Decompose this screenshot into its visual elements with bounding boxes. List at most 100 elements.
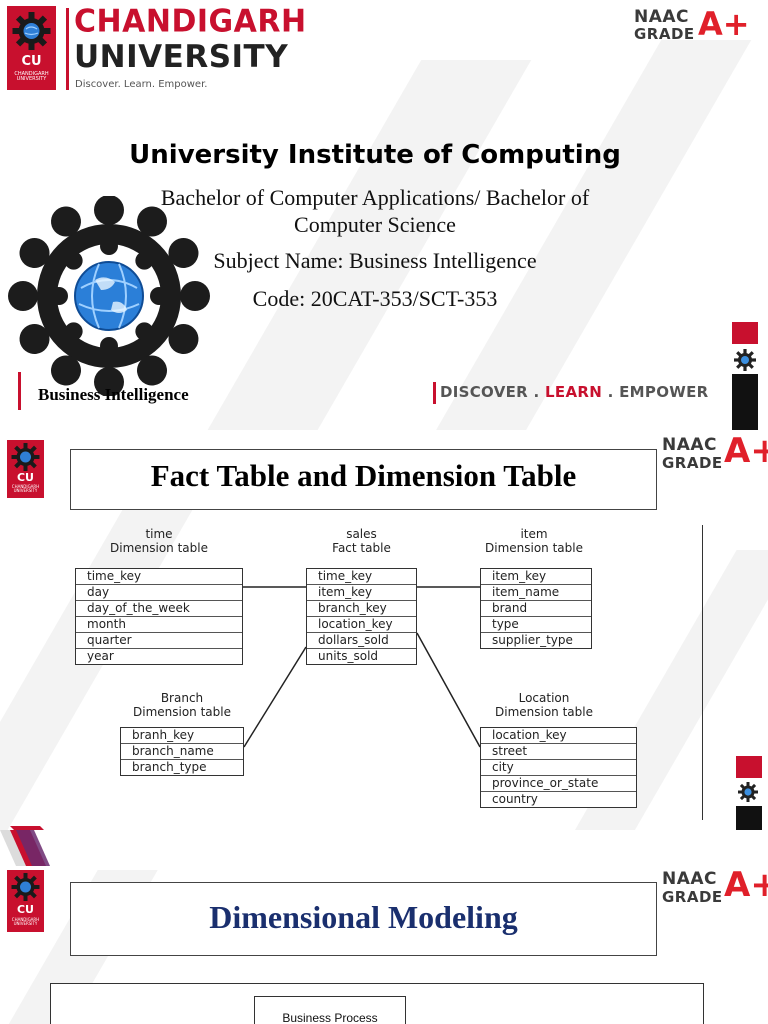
location-caption: Location Dimension table (480, 691, 608, 719)
content-divider (702, 525, 703, 820)
sales-caption: sales Fact table (306, 527, 417, 555)
time-table: time_key day day_of_the_week month quart… (75, 568, 243, 665)
table-row: month (76, 617, 242, 633)
title-slide: CU CHANDIGARH UNIVERSITY CHANDIGARH UNIV… (0, 0, 768, 430)
corner-decoration (0, 830, 50, 866)
naac-grade-value: A+ (724, 431, 768, 471)
content-frame: Business Process (50, 983, 704, 1024)
university-name-line2: UNIVERSITY (74, 39, 289, 75)
logo-letters: CU (16, 903, 34, 916)
sales-caption-type: Fact table (332, 541, 391, 555)
fact-dimension-slide: CU CHANDIGARH UNIVERSITY NAAC GRADE A+ F… (0, 430, 768, 830)
table-row: year (87, 649, 114, 663)
gear-icon (738, 782, 758, 802)
university-logo: CU CHANDIGARH UNIVERSITY (7, 440, 44, 498)
table-row: country (492, 792, 538, 806)
table-row: day_of_the_week (76, 601, 242, 617)
logo-letters: CU (16, 471, 34, 484)
naac-badge: NAAC GRADE A+ (634, 6, 750, 48)
table-row: day (76, 585, 242, 601)
table-row: province_or_state (481, 776, 636, 792)
table-row: type (481, 617, 591, 633)
item-table: item_key item_name brand type supplier_t… (480, 568, 592, 649)
corner-decoration (10, 826, 44, 830)
gear-icon (734, 349, 756, 371)
branch-table: branh_key branch_name branch_type (120, 727, 244, 776)
logo-caption: CHANDIGARH UNIVERSITY (11, 917, 40, 927)
table-row: item_key (307, 585, 416, 601)
side-black-block (732, 374, 758, 430)
gear-globe-icon (11, 443, 40, 471)
slide-title: Fact Table and Dimension Table (150, 458, 577, 493)
logo-divider (66, 8, 69, 90)
naac-grade-value: A+ (698, 5, 750, 43)
location-caption-type: Dimension table (495, 705, 593, 719)
table-row: brand (481, 601, 591, 617)
table-row: branch_type (132, 760, 207, 774)
time-caption-type: Dimension table (110, 541, 208, 555)
branch-caption: Branch Dimension table (120, 691, 244, 719)
title-box: Fact Table and Dimension Table (70, 449, 657, 510)
sales-table: time_key item_key branch_key location_ke… (306, 568, 417, 665)
tagline: Discover. Learn. Empower. (75, 79, 208, 90)
table-row: branch_name (121, 744, 243, 760)
motto-separator: . (602, 383, 620, 401)
logo-caption: CHANDIGARH UNIVERSITY (11, 484, 40, 494)
location-table: location_key street city province_or_sta… (480, 727, 637, 808)
relationship-lines (243, 586, 481, 748)
table-row: dollars_sold (307, 633, 416, 649)
university-logo: CU CHANDIGARH UNIVERSITY (7, 870, 44, 932)
time-caption: time Dimension table (75, 527, 243, 555)
institute-title: University Institute of Computing (129, 140, 621, 170)
table-row: city (481, 760, 636, 776)
motto-learn: LEARN (545, 383, 603, 401)
table-row: branh_key (121, 728, 243, 744)
business-process-label: Business Process (282, 1011, 378, 1024)
side-red-block (732, 322, 758, 344)
naac-grade-label: GRADE (634, 25, 695, 43)
side-black-block (736, 806, 762, 830)
gear-globe-icon (12, 12, 51, 50)
branch-caption-type: Dimension table (133, 705, 231, 719)
table-row: location_key (307, 617, 416, 633)
item-caption-type: Dimension table (485, 541, 583, 555)
footer-motto: DISCOVER . LEARN . EMPOWER (440, 383, 709, 401)
footer-left-bar (18, 372, 21, 410)
sales-caption-name: sales (346, 527, 377, 541)
motto-separator: . (528, 383, 546, 401)
table-row: item_key (481, 569, 591, 585)
table-row: supplier_type (492, 633, 573, 647)
table-row: time_key (76, 569, 242, 585)
dimensional-modeling-slide: CU CHANDIGARH UNIVERSITY NAAC GRADE A+ D… (0, 830, 768, 1024)
university-logo: CU CHANDIGARH UNIVERSITY (7, 6, 56, 90)
table-row: quarter (76, 633, 242, 649)
naac-grade-label: GRADE (662, 888, 723, 906)
branch-caption-name: Branch (160, 691, 204, 705)
subject-name: Subject Name: Business Intelligence (213, 248, 537, 273)
location-caption-name: Location (518, 691, 570, 705)
footer-subject: Business Intelligence (38, 385, 189, 404)
table-row: branch_key (307, 601, 416, 617)
table-row: street (481, 744, 636, 760)
naac-label: NAAC (662, 869, 718, 889)
university-name-line1: CHANDIGARH (74, 3, 307, 40)
gear-globe-icon (8, 196, 210, 396)
naac-badge: NAAC GRADE A+ (662, 431, 768, 474)
side-red-block (736, 756, 762, 778)
footer-right-bar (433, 382, 436, 404)
slide-title: Dimensional Modeling (209, 899, 518, 935)
program-title: Bachelor of Computer Applications/ Bache… (160, 185, 590, 237)
course-code: Code: 20CAT-353/SCT-353 (252, 286, 498, 311)
naac-grade-label: GRADE (662, 454, 723, 472)
gear-globe-icon (11, 873, 40, 901)
motto-discover: DISCOVER (440, 383, 528, 401)
naac-label: NAAC (662, 435, 718, 455)
table-row: time_key (307, 569, 416, 585)
table-row: item_name (481, 585, 591, 601)
business-process-box: Business Process (254, 996, 406, 1024)
table-row: units_sold (318, 649, 379, 663)
naac-label: NAAC (634, 7, 690, 27)
naac-badge: NAAC GRADE A+ (662, 866, 768, 908)
item-caption-name: item (520, 527, 548, 541)
table-row: location_key (481, 728, 636, 744)
